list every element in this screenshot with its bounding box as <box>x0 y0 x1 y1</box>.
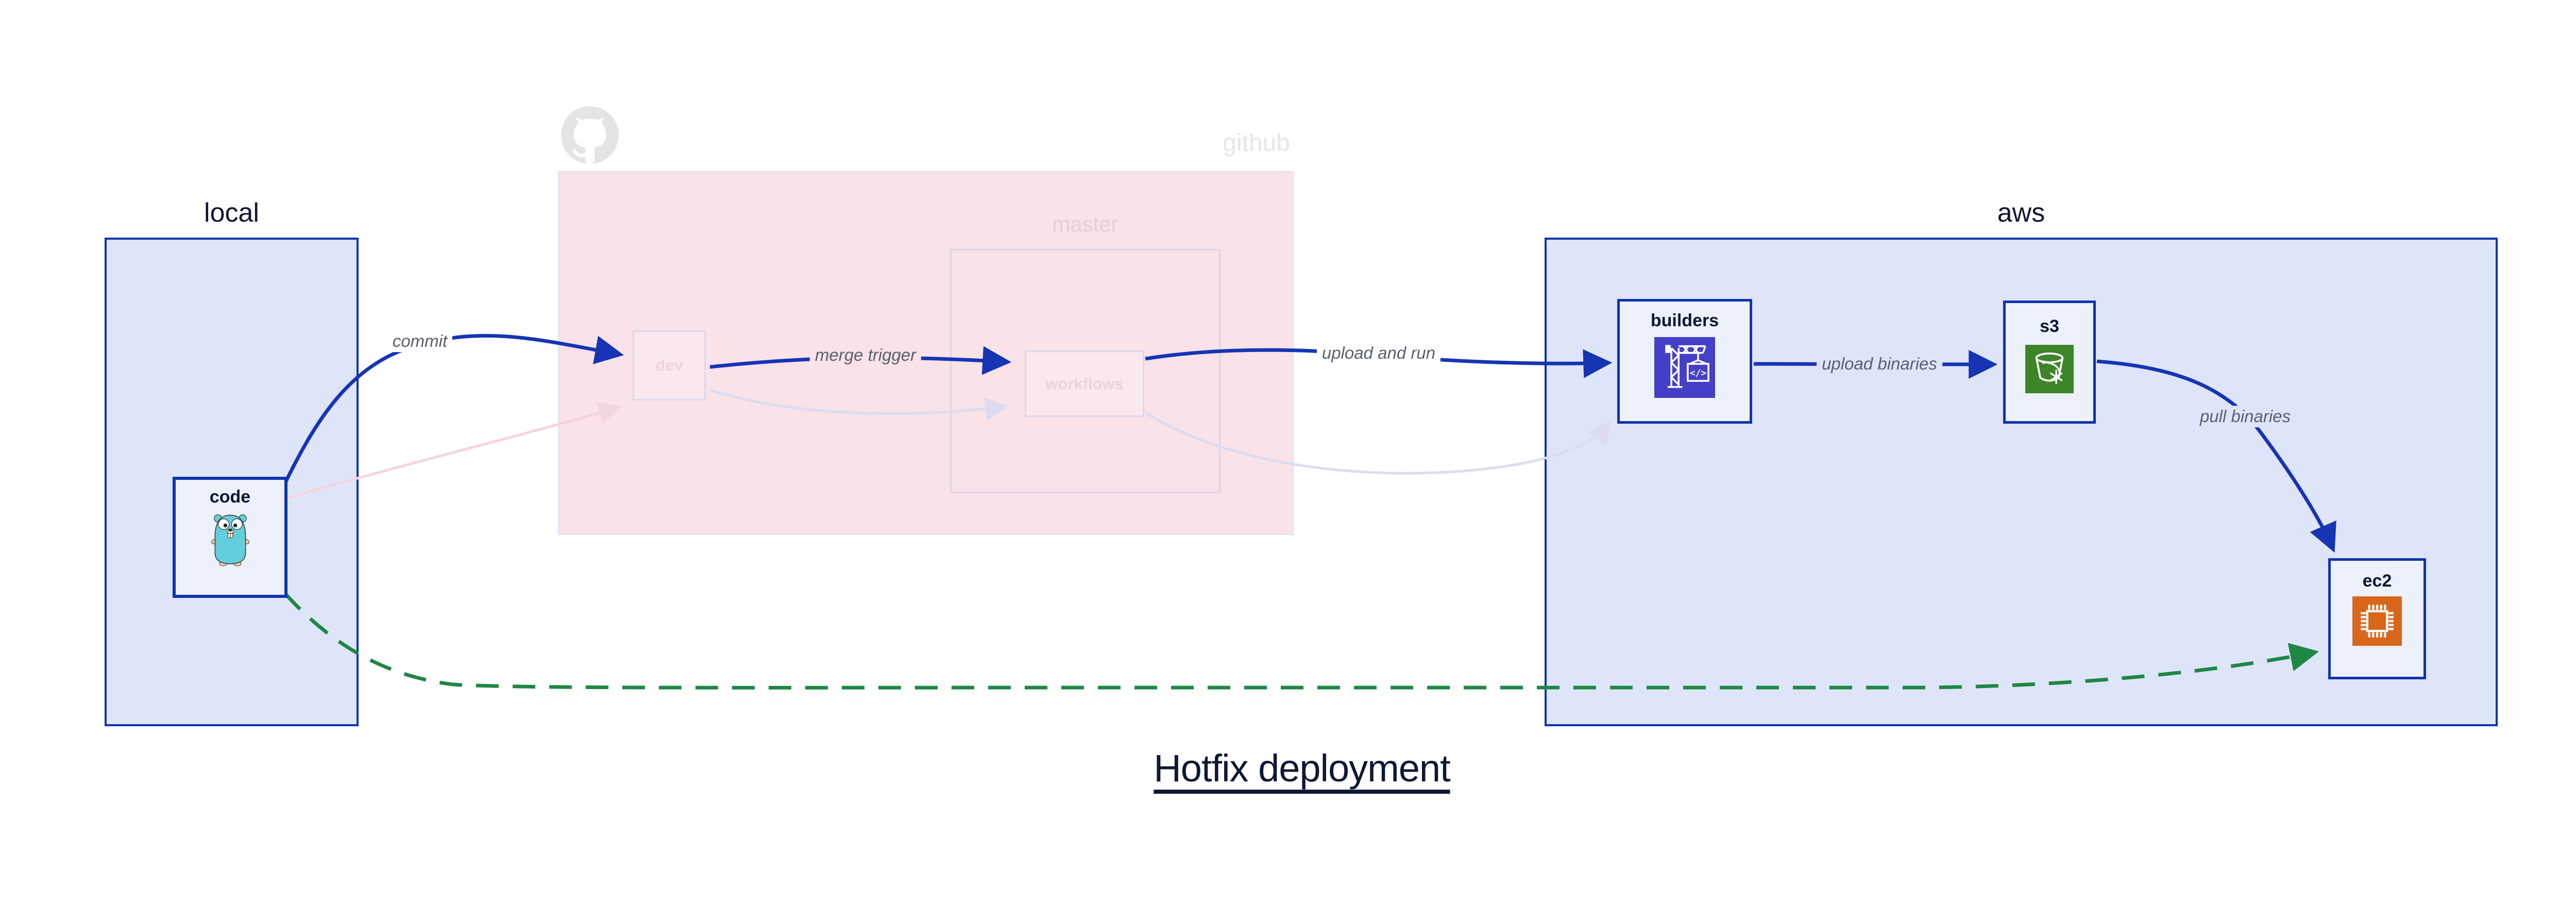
node-dev-label: dev <box>655 356 683 375</box>
diagram-title: Hotfix deployment <box>1154 747 1450 790</box>
node-dev: dev <box>633 330 706 400</box>
node-workflows-label: workflows <box>1045 374 1124 393</box>
edge-label-upload-binaries: upload binaries <box>1817 353 1942 375</box>
edge-label-upload-and-run: upload and run <box>1316 342 1441 364</box>
node-ec2-label: ec2 <box>2362 571 2392 591</box>
edge-label-merge-trigger: merge trigger <box>809 344 922 366</box>
svg-text:</>: </> <box>1690 369 1706 379</box>
edge-label-pull-binaries: pull binaries <box>2194 406 2296 427</box>
aws-ec2-chip-icon <box>2352 596 2402 646</box>
region-label-local: local <box>204 198 259 228</box>
edge-ghost-upload-line <box>1145 411 1612 475</box>
edge-label-commit: commit <box>387 330 453 352</box>
edge-ghost-commit-line <box>288 402 622 499</box>
node-workflows: workflows <box>1025 350 1144 417</box>
region-label-master: master <box>1052 212 1118 236</box>
node-builders-label: builders <box>1650 311 1719 330</box>
region-master <box>950 249 1221 493</box>
node-code: code <box>173 477 287 598</box>
edge-pull-binaries-line <box>2096 359 2336 553</box>
go-gopher-icon <box>211 514 249 566</box>
aws-s3-bucket-icon <box>2025 345 2074 394</box>
node-code-label: code <box>209 487 251 507</box>
node-s3-label: s3 <box>2040 316 2059 336</box>
edge-commit-line <box>282 333 624 486</box>
github-octocat-icon <box>561 106 619 164</box>
node-builders: builders </> <box>1617 299 1752 424</box>
node-ec2: ec2 <box>2328 558 2426 679</box>
edge-ghost-merge-line <box>710 389 1008 421</box>
region-label-aws: aws <box>1997 198 2045 228</box>
edge-hotfix-dashed-line <box>283 591 2319 690</box>
aws-codebuild-icon: </> <box>1654 337 1715 398</box>
region-label-github: github <box>1223 129 1290 157</box>
node-s3: s3 <box>2003 300 2096 424</box>
